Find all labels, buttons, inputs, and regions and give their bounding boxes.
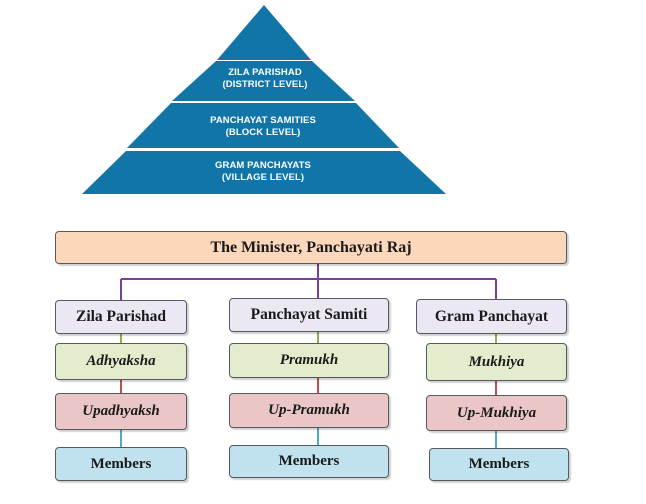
adhyaksha-box: Adhyaksha	[55, 343, 187, 380]
pyramid-samiti-line2: (BLOCK LEVEL)	[225, 127, 301, 138]
upadhyaksh-box: Upadhyaksh	[55, 393, 187, 430]
gram-members-box: Members	[429, 448, 569, 481]
pyramid-label-samiti: PANCHAYAT SAMITIES (BLOCK LEVEL)	[173, 115, 353, 139]
panchayat-samiti-box: Panchayat Samiti	[229, 298, 389, 332]
pyramid-label-zila: ZILA PARISHAD (DISTRICT LEVEL)	[190, 67, 340, 91]
pyramid-zila-line2: (DISTRICT LEVEL)	[222, 79, 308, 90]
pyramid-gram-tier	[82, 151, 446, 194]
gram-panchayat-box: Gram Panchayat	[416, 299, 567, 334]
minister-connectors	[120, 264, 497, 300]
pyramid-gram-line1: GRAM PANCHAYATS	[215, 160, 311, 171]
up-pramukh-box: Up-Pramukh	[229, 393, 389, 428]
pyramid-samiti-tier	[127, 103, 399, 148]
zila-parishad-box: Zila Parishad	[55, 300, 187, 334]
pramukh-box: Pramukh	[229, 343, 389, 378]
zila-members-box: Members	[55, 447, 187, 481]
pyramid-gram-line2: (VILLAGE LEVEL)	[221, 172, 305, 183]
up-mukhiya-box: Up-Mukhiya	[426, 395, 567, 431]
pyramid-zila-line1: ZILA PARISHAD	[228, 67, 302, 78]
pyramid-zila-tier	[172, 61, 355, 101]
pyramid-top-tier	[217, 5, 311, 60]
samiti-members-box: Members	[229, 445, 389, 478]
mukhiya-box: Mukhiya	[426, 343, 567, 381]
minister-box: The Minister, Panchayati Raj	[55, 231, 567, 264]
pyramid-label-gram: GRAM PANCHAYATS (VILLAGE LEVEL)	[173, 160, 353, 184]
pyramid-samiti-line1: PANCHAYAT SAMITIES	[210, 115, 316, 126]
